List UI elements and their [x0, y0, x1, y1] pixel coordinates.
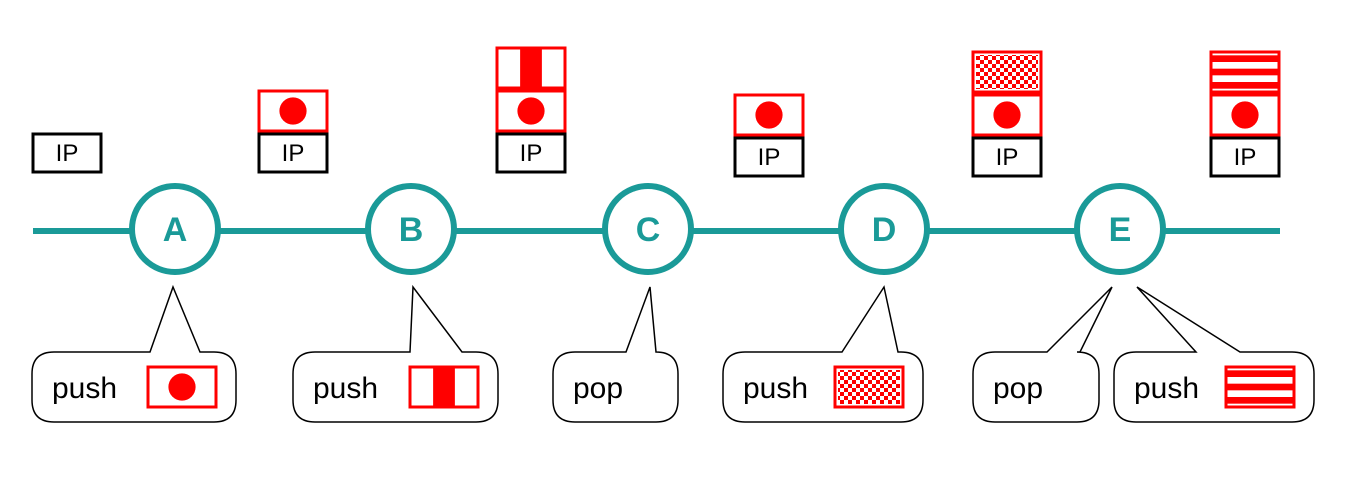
callout-pop-c: pop [552, 286, 679, 423]
callout-push-d: push [722, 285, 924, 423]
mpls-label-circle [971, 93, 1043, 137]
mpls-label-checkered [971, 50, 1043, 94]
mpls-label-horizontal-stripes [1209, 50, 1281, 94]
packet-2: IP [257, 89, 329, 174]
callout-text: push [743, 372, 808, 405]
ip-label: IP [282, 140, 305, 167]
mpls-label-circle [733, 93, 805, 137]
callout-text: pop [573, 372, 623, 405]
router-node-b: B [365, 183, 457, 275]
packet-6: IP [1209, 50, 1281, 178]
ip-label: IP [996, 144, 1019, 171]
router-node-c: C [602, 183, 694, 275]
router-letter: B [399, 211, 424, 249]
ip-header: IP [733, 136, 805, 178]
ip-label: IP [1234, 144, 1257, 171]
packet-5: IP [971, 50, 1043, 178]
callout-label-horizontal-stripes [1224, 365, 1296, 409]
callout-text: push [1134, 372, 1199, 405]
packet-4: IP [733, 93, 805, 178]
callout-text: push [313, 372, 378, 405]
router-letter: D [872, 211, 897, 249]
callout-push-e: push [1113, 286, 1315, 423]
router-node-d: D [838, 183, 930, 275]
router-letter: C [636, 211, 661, 249]
router-letter: E [1109, 211, 1132, 249]
mpls-label-circle [257, 89, 329, 133]
callout-text: push [52, 372, 117, 405]
callout-push-a: push [31, 284, 237, 423]
router-letter: A [163, 211, 188, 249]
ip-header: IP [31, 132, 103, 174]
ip-label: IP [520, 140, 543, 167]
mpls-label-circle [495, 89, 567, 133]
mpls-label-vertical-bar [495, 46, 567, 90]
ip-header: IP [971, 136, 1043, 178]
callout-pop-e: pop [972, 286, 1113, 423]
ip-header: IP [257, 132, 329, 174]
ip-header: IP [1209, 136, 1281, 178]
ip-label: IP [56, 140, 79, 167]
callout-label-checkered [833, 365, 905, 409]
callout-label-vertical-bar [408, 365, 480, 409]
ip-label: IP [758, 144, 781, 171]
router-node-a: A [129, 183, 221, 275]
mpls-label-circle [1209, 93, 1281, 137]
callout-push-b: push [292, 284, 499, 423]
callout-text: pop [993, 372, 1043, 405]
router-node-e: E [1074, 183, 1166, 275]
ip-header: IP [495, 132, 567, 174]
callout-label-circle [146, 365, 218, 409]
packet-1: IP [31, 132, 103, 174]
packet-3: IP [495, 46, 567, 174]
